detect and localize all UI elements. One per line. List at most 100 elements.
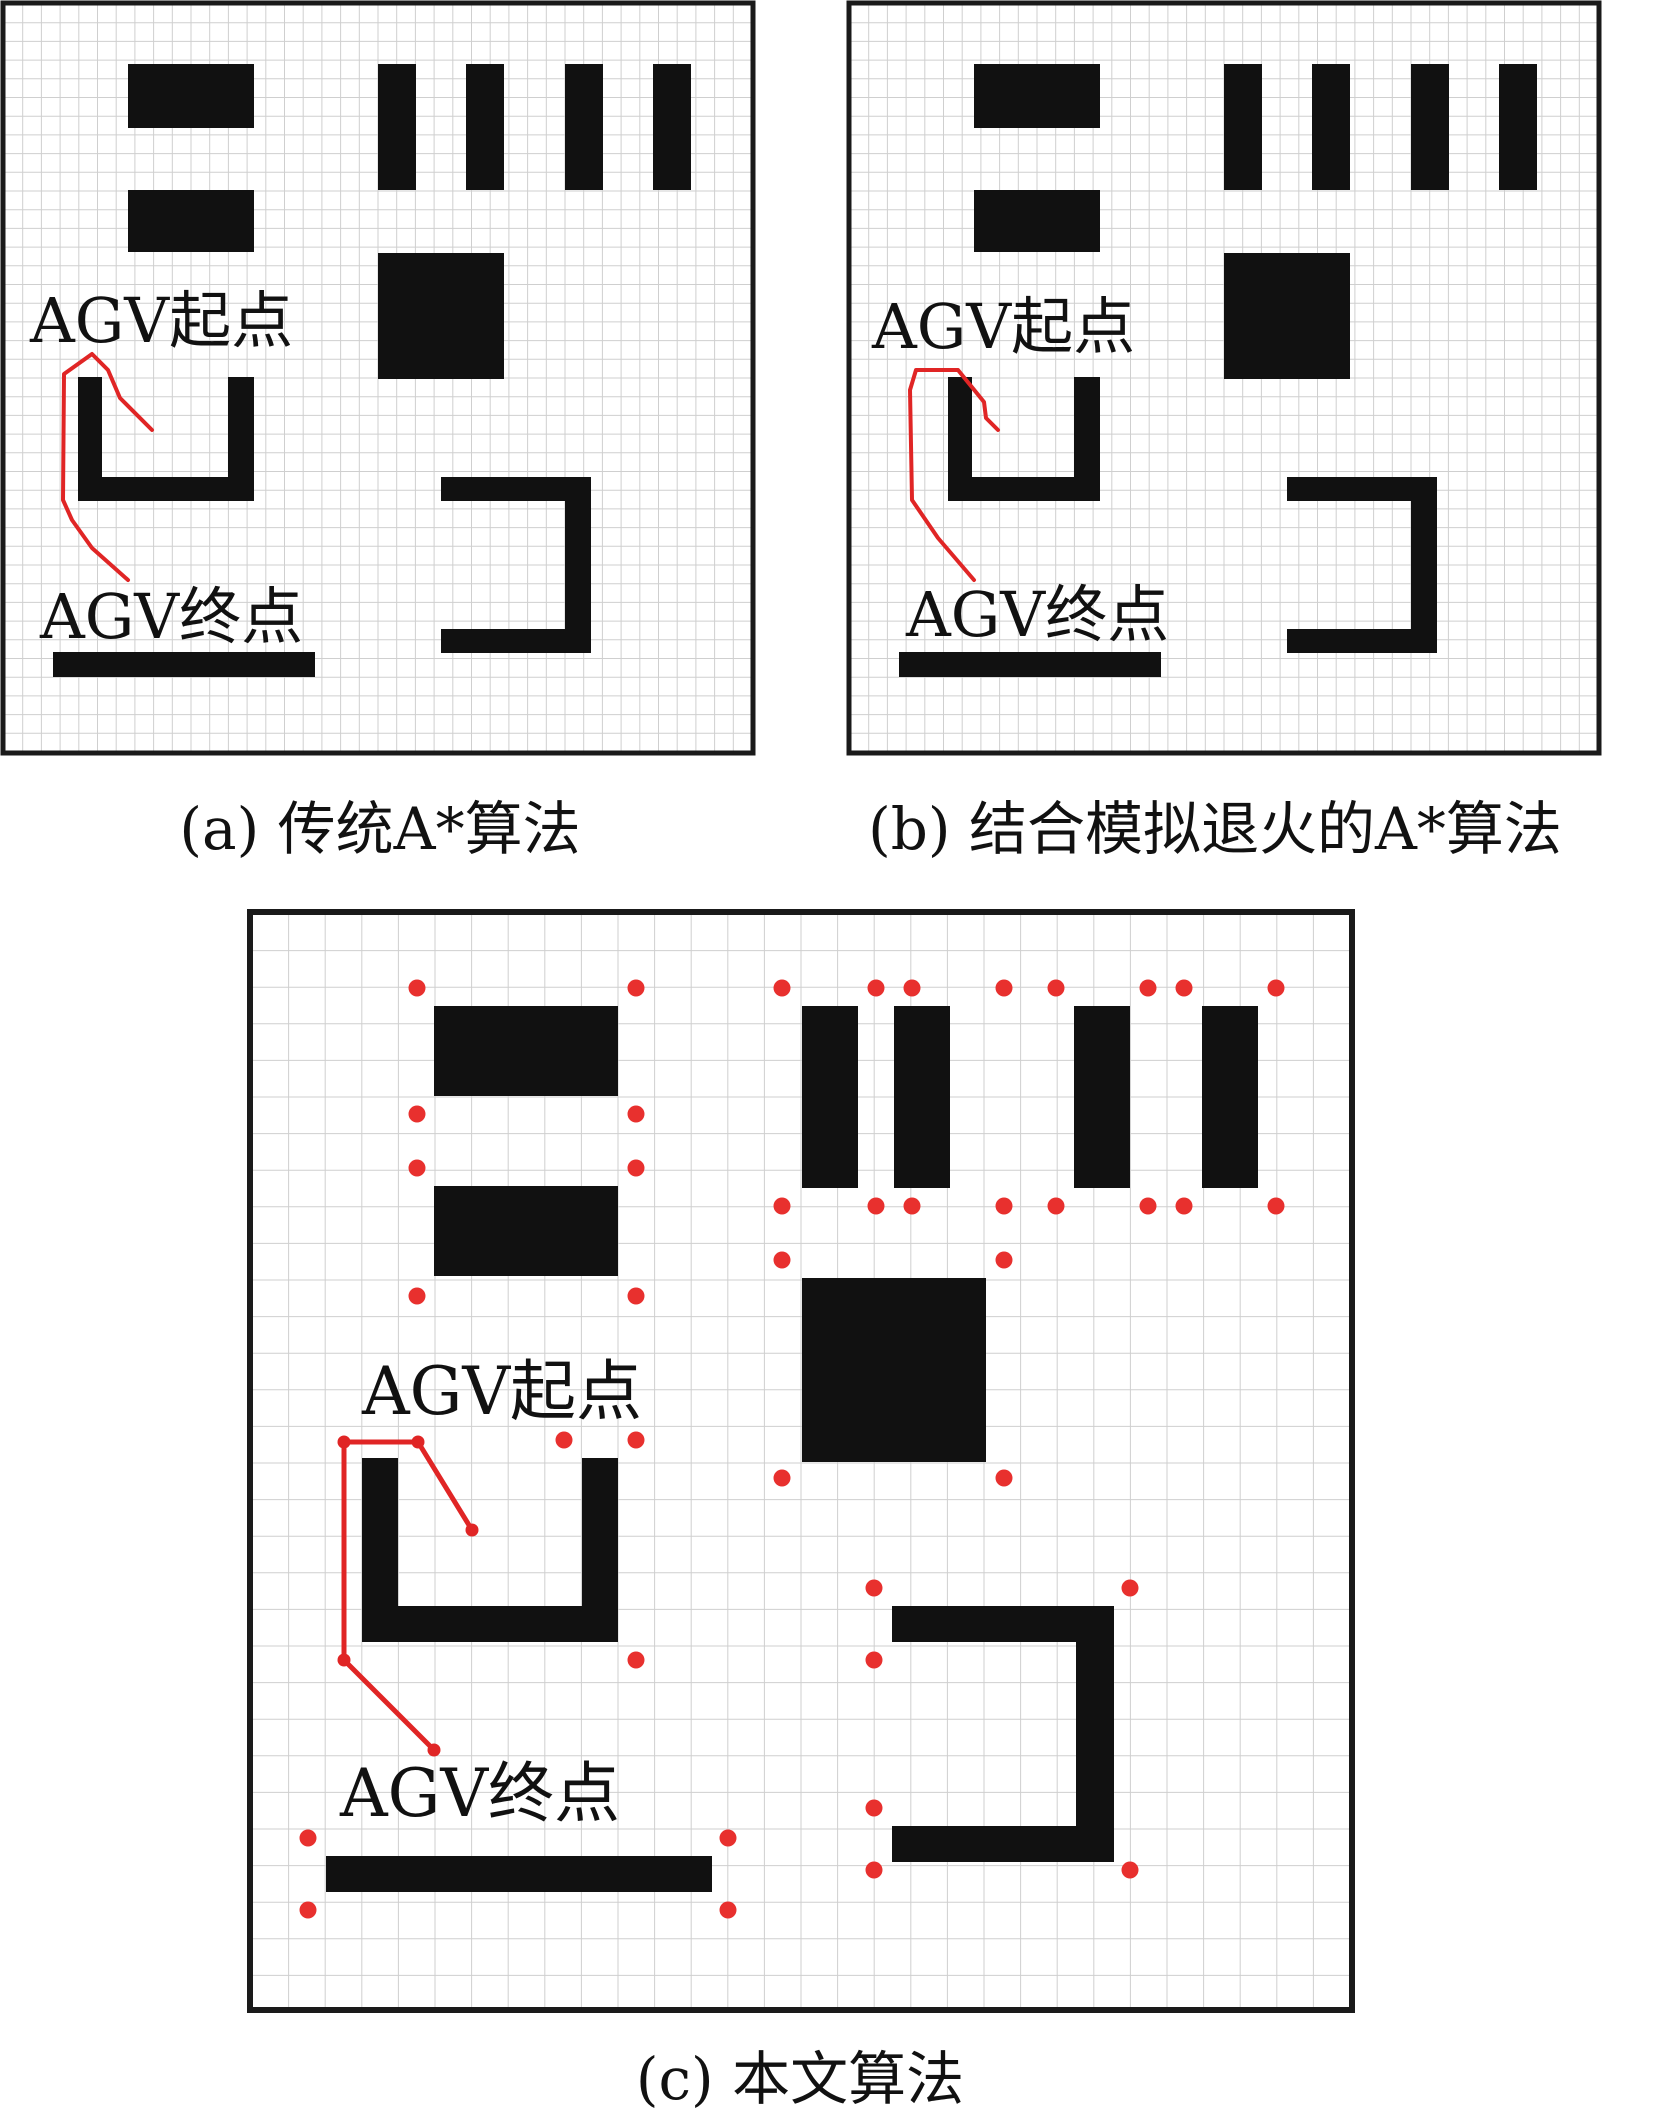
- obstacle-1: [434, 1006, 618, 1096]
- path-traditional: [61, 352, 154, 582]
- obstacle-5: [1411, 64, 1449, 190]
- node-9: [773, 979, 791, 997]
- obstacle-13: [1287, 629, 1437, 653]
- path-vertex-5: [427, 1743, 441, 1757]
- node-17: [773, 1197, 791, 1215]
- node-14: [1139, 979, 1157, 997]
- node-39: [719, 1829, 737, 1847]
- node-36: [1121, 1861, 1139, 1879]
- node-13: [1047, 979, 1065, 997]
- obstacle-1: [128, 64, 254, 128]
- node-6: [627, 1159, 645, 1177]
- node-2: [627, 979, 645, 997]
- obstacle-12: [565, 477, 591, 653]
- node-33: [1121, 1579, 1139, 1597]
- path-vertex-2: [411, 1435, 425, 1449]
- obstacle-12: [1411, 477, 1437, 653]
- start-label: AGV起点: [361, 1353, 642, 1430]
- obstacle-6: [1202, 1006, 1258, 1188]
- obstacle-2: [974, 190, 1100, 252]
- node-21: [1047, 1197, 1065, 1215]
- node-15: [1175, 979, 1193, 997]
- obstacle-2: [128, 190, 254, 252]
- node-41: [719, 1901, 737, 1919]
- node-1: [408, 979, 426, 997]
- obstacle-12: [1076, 1606, 1114, 1862]
- start-label: AGV起点: [871, 290, 1135, 363]
- node-30: [627, 1431, 645, 1449]
- node-38: [299, 1829, 317, 1847]
- node-3: [408, 1105, 426, 1123]
- end-label: AGV终点: [39, 580, 303, 653]
- path-annealing: [908, 368, 1000, 582]
- panel-b-map: AGV起点 AGV终点: [846, 0, 1606, 760]
- node-5: [408, 1159, 426, 1177]
- end-label: AGV终点: [339, 1755, 620, 1832]
- obstacle-3: [1224, 64, 1262, 190]
- obstacle-14: [53, 652, 315, 677]
- grid-lines: [3, 3, 752, 752]
- map-border: [247, 909, 1355, 2013]
- path-vertex-4: [337, 1653, 351, 1667]
- obstacle-10: [582, 1458, 618, 1642]
- obstacle-10: [228, 377, 254, 501]
- node-24: [1267, 1197, 1285, 1215]
- panel-c-map: AGV起点 AGV终点: [246, 908, 1358, 2016]
- node-32: [865, 1579, 883, 1597]
- node-10: [867, 979, 885, 997]
- obstacle-2: [434, 1186, 618, 1276]
- obstacle-14: [899, 652, 1161, 677]
- obstacle-13: [441, 629, 591, 653]
- panel-c: AGV起点 AGV终点: [246, 908, 1358, 2016]
- obstacle-4: [466, 64, 504, 190]
- obstacle-9: [78, 477, 254, 501]
- obstacle-7: [1224, 253, 1350, 379]
- panel-a: AGV起点 AGV终点: [0, 0, 760, 760]
- obstacle-5: [565, 64, 603, 190]
- node-23: [1175, 1197, 1193, 1215]
- obstacle-7: [378, 253, 504, 379]
- obstacle-1: [974, 64, 1100, 128]
- node-26: [995, 1251, 1013, 1269]
- panel-a-map: AGV起点 AGV终点: [0, 0, 760, 760]
- node-18: [867, 1197, 885, 1215]
- obstacle-3: [378, 64, 416, 190]
- node-35: [865, 1799, 883, 1817]
- node-27: [773, 1469, 791, 1487]
- obstacle-6: [1499, 64, 1537, 190]
- start-label: AGV起点: [29, 284, 293, 357]
- caption-c: (c) 本文算法: [635, 2045, 965, 2113]
- node-11: [903, 979, 921, 997]
- end-label: AGV终点: [905, 578, 1169, 651]
- obstacle-5: [1074, 1006, 1130, 1188]
- node-28: [995, 1469, 1013, 1487]
- node-20: [995, 1197, 1013, 1215]
- node-31: [627, 1651, 645, 1669]
- node-29: [555, 1431, 573, 1449]
- obstacle-7: [802, 1278, 986, 1462]
- map-border: [846, 0, 1602, 756]
- obstacle-3: [802, 1006, 858, 1188]
- node-4: [627, 1105, 645, 1123]
- path-vertex-1: [465, 1523, 479, 1537]
- panel-b: AGV起点 AGV终点: [846, 0, 1606, 760]
- obstacle-9: [362, 1606, 618, 1642]
- caption-b: (b) 结合模拟退火的A*算法: [868, 795, 1562, 863]
- path-vertex-3: [337, 1435, 351, 1449]
- obstacle-13: [892, 1826, 1114, 1862]
- obstacle-6: [653, 64, 691, 190]
- node-12: [995, 979, 1013, 997]
- node-19: [903, 1197, 921, 1215]
- node-7: [408, 1287, 426, 1305]
- obstacle-4: [1312, 64, 1350, 190]
- node-34: [865, 1651, 883, 1669]
- obstacle-4: [894, 1006, 950, 1188]
- node-25: [773, 1251, 791, 1269]
- node-37: [865, 1861, 883, 1879]
- map-border: [0, 0, 756, 756]
- node-40: [299, 1901, 317, 1919]
- node-8: [627, 1287, 645, 1305]
- node-22: [1139, 1197, 1157, 1215]
- caption-a: (a) 传统A*算法: [179, 795, 581, 863]
- obstacle-10: [1074, 377, 1100, 501]
